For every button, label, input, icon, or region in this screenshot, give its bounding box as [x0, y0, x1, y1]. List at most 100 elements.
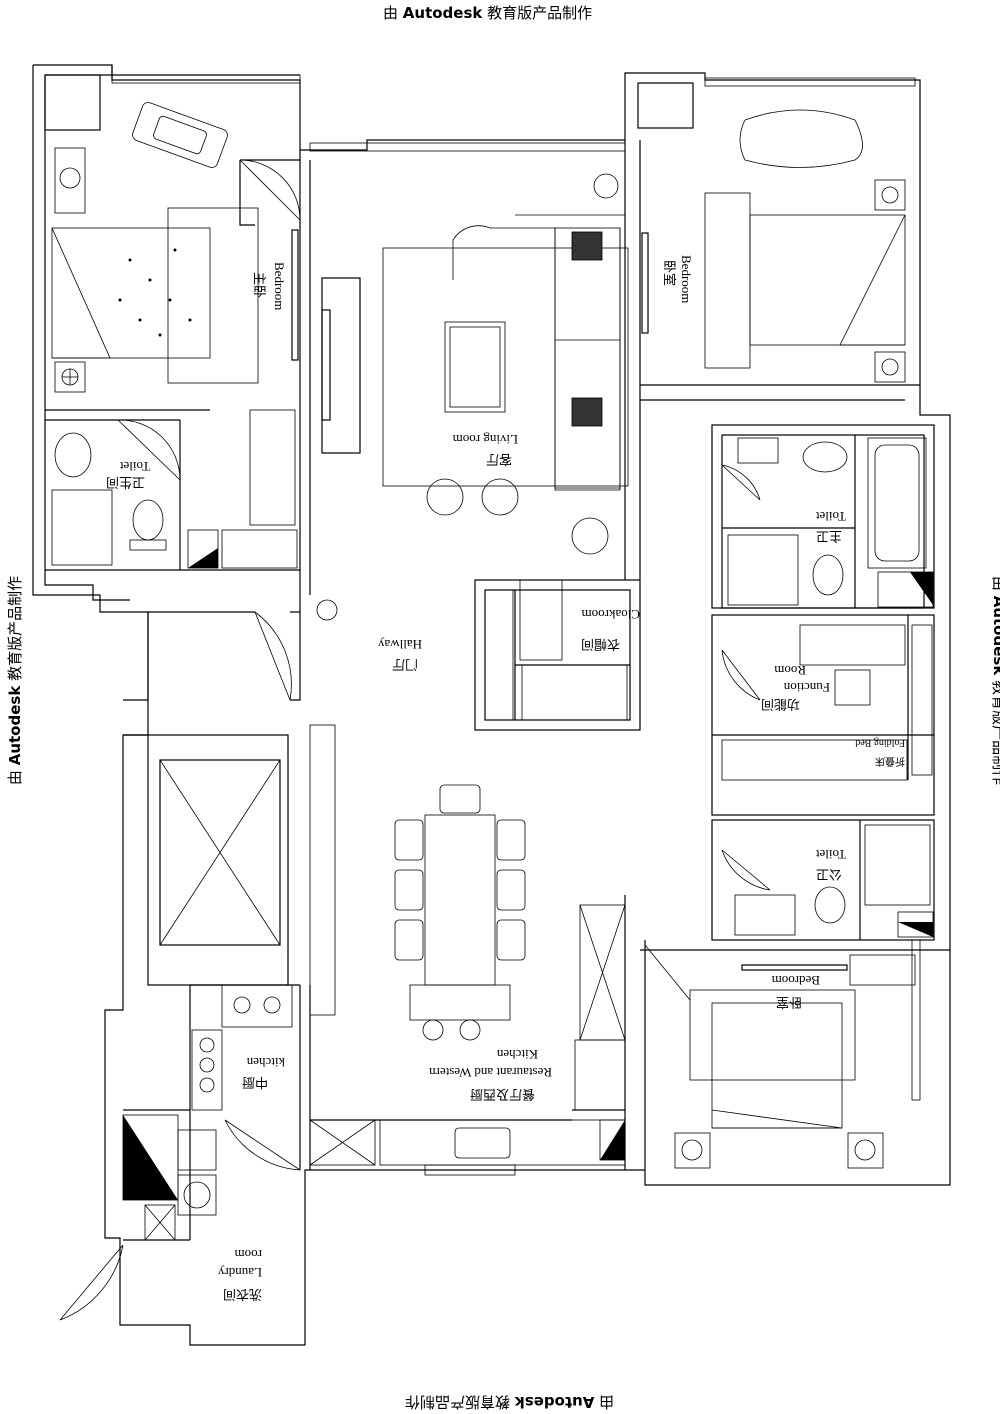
room-label-en: Function — [783, 680, 830, 695]
hanging-rack — [519, 579, 563, 661]
nightstand — [874, 351, 906, 383]
room-label-zh: 功能间 — [761, 696, 800, 711]
room-label-zh: 卧室 — [776, 994, 802, 1010]
column — [44, 74, 101, 131]
cabinet — [574, 1039, 626, 1111]
bed-headboard — [167, 207, 259, 384]
washing-machine — [177, 1174, 217, 1216]
plant-icon — [316, 599, 338, 621]
nightstand — [847, 1132, 884, 1169]
doors — [59, 159, 771, 1321]
side-table — [571, 517, 609, 555]
door-swing — [644, 944, 691, 1001]
armchair — [132, 102, 228, 168]
bed-blanket — [51, 227, 111, 359]
master-toilet: 主卫 Toilet — [727, 437, 934, 608]
window — [111, 74, 301, 84]
column — [637, 82, 694, 129]
desk — [799, 624, 906, 666]
room-label-en: Cloakroom — [582, 607, 641, 622]
sink — [802, 441, 848, 473]
door-swing — [254, 611, 292, 701]
room-label-en: Toilet — [119, 459, 150, 474]
kitchen: 中厨 kitchen — [191, 984, 293, 1111]
stool — [426, 478, 464, 516]
cabinet — [177, 1129, 217, 1171]
chair — [439, 784, 481, 814]
stool — [422, 1019, 444, 1041]
sink — [454, 1127, 511, 1159]
function-room: 功能间 Function Room 折叠床 Folding Bed — [721, 624, 933, 781]
room-label-zh: 客厅 — [486, 451, 512, 467]
room-label-en: Room — [774, 663, 806, 678]
master-bedroom: 主卧 Bedroom — [51, 102, 299, 569]
counter — [191, 1029, 223, 1111]
coffee-table — [444, 321, 506, 413]
room-label-en: kitchen — [246, 1055, 285, 1070]
plant-shelf — [849, 954, 916, 986]
bed — [711, 1002, 843, 1129]
door-swing — [117, 419, 181, 481]
radiator — [737, 437, 779, 464]
door-swing — [721, 464, 761, 501]
nightstand — [54, 147, 86, 214]
room-label-en: Toilet — [815, 509, 846, 524]
window — [704, 77, 916, 87]
hanging-rack — [521, 664, 628, 721]
chair — [834, 669, 871, 706]
bedroom-right: 卧室 Bedroom — [641, 109, 906, 383]
cloakroom: 衣帽间 Cloakroom — [484, 579, 641, 721]
door-swing — [59, 1244, 124, 1321]
cushion — [571, 231, 603, 261]
shower — [727, 534, 799, 606]
nightstand — [674, 1132, 711, 1169]
room-label-en: room — [235, 1247, 262, 1262]
rug — [382, 247, 629, 487]
room-label-en: Laundry — [217, 1265, 262, 1280]
chair — [496, 919, 526, 961]
room-label-zh: 主卫 — [816, 528, 842, 543]
interior-walls — [45, 140, 950, 1241]
room-label-en: Restaurant and Western — [429, 1065, 552, 1080]
door-swing — [721, 649, 761, 701]
shower — [51, 489, 113, 566]
room-label-zh: 餐厅及西厨 — [470, 1086, 535, 1102]
tv — [321, 309, 331, 421]
room-label-zh: 洗衣间 — [223, 1286, 262, 1302]
bed-pattern — [118, 248, 192, 337]
toilet-left: 卫生间 Toilet — [51, 432, 219, 569]
bedroom-lower: 卧室 Bedroom — [674, 954, 916, 1169]
public-toilet: 公卫 Toilet — [734, 824, 934, 938]
shelf — [484, 589, 514, 721]
bookshelf — [911, 624, 933, 776]
bench — [409, 984, 511, 1021]
cabinet — [144, 1204, 176, 1241]
stove — [221, 984, 293, 1028]
room-label-en: Living room — [453, 432, 518, 447]
chaise — [739, 109, 863, 168]
door-swing — [239, 159, 301, 221]
bathtub — [867, 437, 927, 569]
window — [911, 939, 921, 1101]
watermark-prefix: 由 — [383, 4, 399, 22]
watermark-brand: Autodesk — [402, 4, 483, 22]
tv-panel — [291, 229, 299, 361]
door-swing — [224, 1119, 301, 1171]
tv-cabinet — [321, 277, 361, 454]
stool — [481, 478, 519, 516]
toilet-bowl — [132, 499, 164, 541]
watermark-suffix: 教育版产品制作 — [487, 4, 593, 22]
room-label-zh: 衣帽间 — [581, 636, 620, 652]
chair — [394, 869, 424, 911]
room-label-zh: 卧室 — [661, 260, 677, 286]
sofa-seat — [554, 227, 621, 489]
chair — [394, 819, 424, 861]
nightstand — [874, 179, 906, 211]
wardrobe — [221, 529, 298, 569]
room-label-en: Kitchen — [496, 1047, 538, 1062]
nightstand — [54, 361, 86, 393]
dining-table — [424, 814, 496, 986]
toilet-bowl — [812, 554, 844, 596]
laundry: 洗衣间 Laundry room — [122, 1114, 262, 1302]
cabinet — [734, 894, 796, 936]
